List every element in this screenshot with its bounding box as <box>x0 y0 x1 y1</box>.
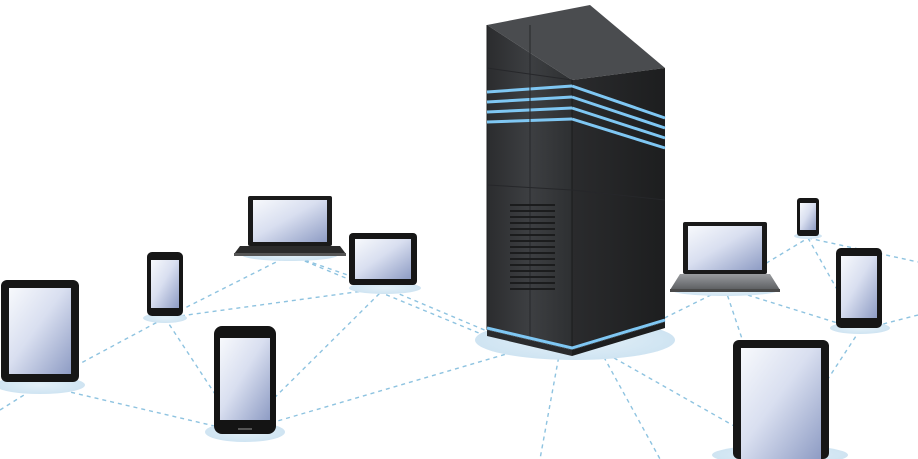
phone-left-device <box>147 252 183 316</box>
server-vent <box>510 204 555 290</box>
tablet-left-device <box>1 280 79 382</box>
tablet-small-center-device <box>349 233 417 285</box>
tablet-bottom-right-device <box>733 340 829 459</box>
phone-large-center-device <box>214 326 276 434</box>
phone-small-right-device <box>797 198 819 236</box>
laptop-top-center-device <box>234 196 346 256</box>
phone-right-device <box>836 248 882 328</box>
server-tower-device <box>486 5 666 356</box>
laptop-right-device <box>670 222 780 292</box>
